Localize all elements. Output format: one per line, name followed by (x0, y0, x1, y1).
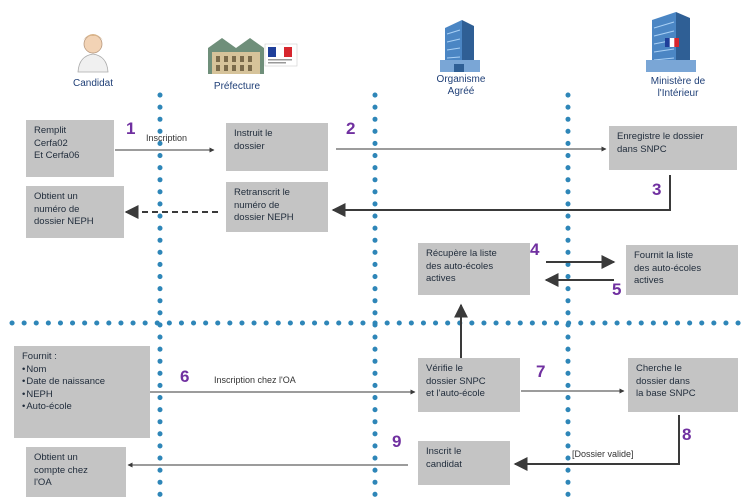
step-number: 8 (682, 425, 692, 444)
step-number: 6 (180, 367, 190, 386)
flow-arrows (115, 146, 680, 471)
edge-label-inscription-oa: Inscription chez l'OA (214, 375, 296, 385)
edge-label-inscription: Inscription (146, 133, 188, 143)
person-icon (77, 34, 109, 73)
step-number: 5 (612, 280, 622, 299)
office-building-icon-ministry (646, 12, 696, 72)
arrow-step-3 (331, 175, 671, 217)
office-building-icon-oa (440, 20, 480, 72)
prefecture-building-icon (208, 38, 264, 74)
step-box-fournit: Fournit : Nom Date de naissance NEPH Aut… (14, 346, 150, 438)
arrow-step-8 (513, 415, 680, 471)
step-number: 1 (126, 119, 136, 138)
fournit-item: Date de naissance (22, 376, 142, 389)
step-number: 3 (652, 180, 662, 199)
step-number: 2 (346, 119, 356, 138)
french-flag-logo (264, 43, 298, 67)
fournit-item: NEPH (22, 389, 142, 402)
fournit-list: Nom Date de naissance NEPH Auto-école (22, 364, 142, 414)
edge-label-dossier-valide: [Dossier valide] (572, 449, 634, 459)
fournit-item: Nom (22, 364, 142, 377)
lane-separators (9, 92, 753, 498)
actor-candidat-label: Candidat (72, 78, 114, 89)
fournit-item: Auto-école (22, 401, 142, 414)
step-number: 7 (536, 362, 546, 381)
actor-prefecture-label: Préfecture (213, 81, 261, 92)
step-number: 9 (392, 432, 402, 451)
step-number: 4 (530, 240, 540, 259)
